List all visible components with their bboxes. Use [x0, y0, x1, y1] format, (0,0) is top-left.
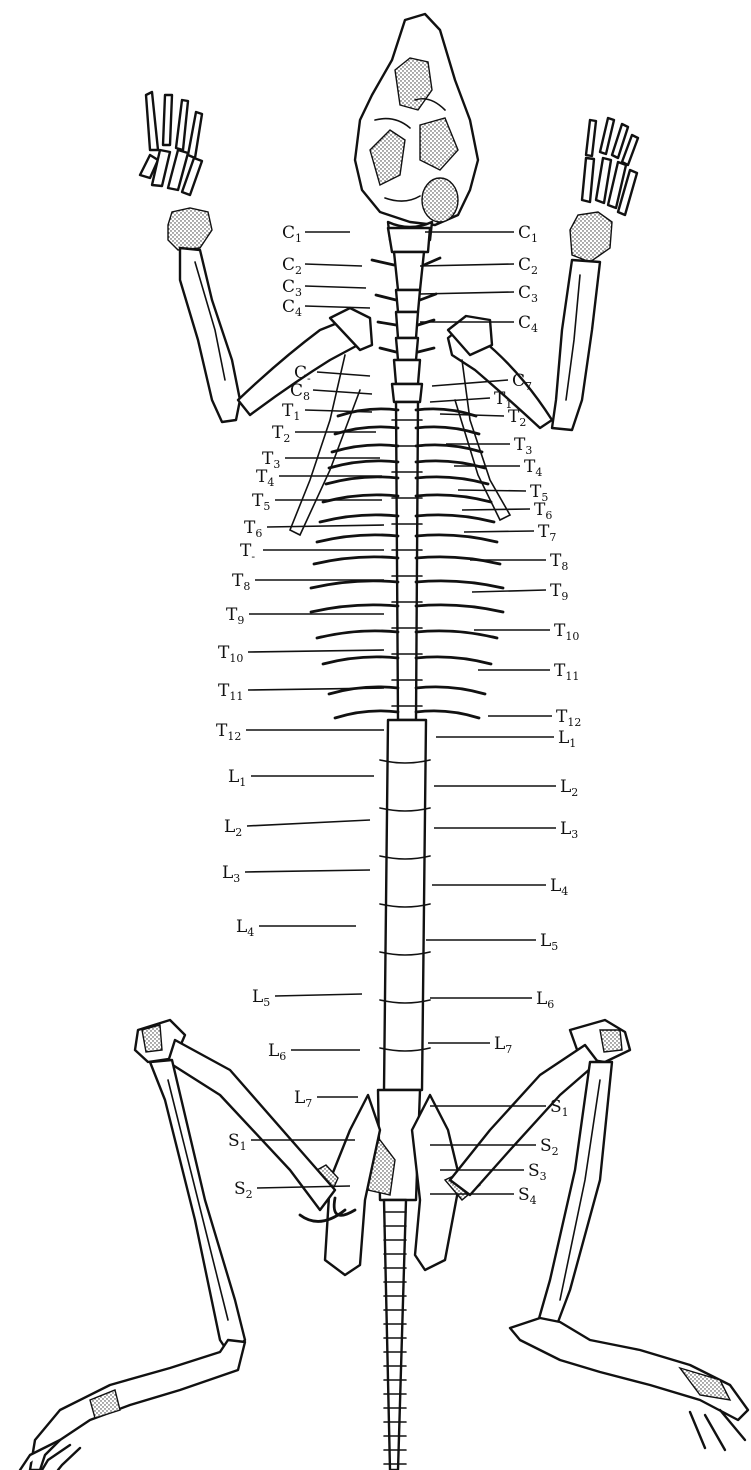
rib-right [416, 535, 497, 542]
vertebra-label-r-t12: T12 [556, 707, 581, 729]
vertebra-label-r-c3: C3 [518, 283, 538, 305]
rib-right [416, 657, 491, 664]
vertebra-label-l-l4: L4 [236, 917, 254, 939]
rib-left [317, 535, 398, 542]
leader-line [420, 264, 514, 266]
rib-left [332, 445, 398, 452]
leader-line [462, 509, 530, 510]
vertebra-label-r-c2: C2 [518, 255, 538, 277]
vertebra-label-l-t9: T9 [226, 605, 244, 627]
vertebra-label-r-t8: T8 [550, 551, 568, 573]
vertebra-label-l-t1: T1 [282, 401, 300, 423]
vertebra-label-l-t10: T10 [218, 643, 243, 665]
vertebra-label-r-l7: L7 [494, 1034, 512, 1056]
vertebra-label-l-t8: T8 [232, 571, 250, 593]
rib-left [326, 477, 398, 484]
vertebra-label-r-l1: L1 [558, 728, 576, 750]
vertebra-label-l-s2: S2 [234, 1179, 253, 1201]
leader-line [305, 286, 366, 288]
vertebra-label-r-c7: C7 [512, 371, 532, 393]
rib-right [416, 477, 488, 484]
rib-left [329, 461, 398, 468]
rib-left [311, 581, 398, 588]
leader-line [248, 688, 384, 690]
vertebra-label-r-t3: T3 [514, 435, 532, 457]
rib-left [323, 657, 398, 664]
vertebra-label-l-l1: L1 [228, 767, 246, 789]
vertebra-label-l-c4: C4 [282, 297, 302, 319]
right-hindlimb [450, 1020, 748, 1450]
vertebra-label-l-t5: T5 [252, 491, 270, 513]
vertebra-label-l-t4: T4 [256, 467, 274, 489]
vertebra-label-r-c1: C1 [518, 223, 538, 245]
vertebra-label-l-l7: L7 [294, 1088, 312, 1110]
leader-line [430, 398, 490, 402]
vertebra-label-r-t6: T6 [534, 500, 552, 522]
leader-line [440, 414, 504, 416]
vertebra-label-r-l5: L5 [540, 931, 558, 953]
vertebra-label-l-l5: L5 [252, 987, 270, 1009]
leader-line [267, 525, 384, 527]
leader-line [472, 590, 546, 592]
leader-line [305, 306, 370, 308]
vertebral-column [362, 228, 440, 1470]
leader-line [464, 531, 534, 532]
vertebra-label-l-t7: T- [240, 541, 255, 563]
vertebra-label-l-l6: L6 [268, 1041, 286, 1063]
vertebra-label-r-l3: L3 [560, 819, 578, 841]
vertebra-label-l-s1: S1 [228, 1131, 247, 1153]
leader-line [245, 870, 370, 872]
vertebra-label-r-s1: S1 [550, 1097, 569, 1119]
vertebra-label-r-t9: T9 [550, 581, 568, 603]
vertebra-label-l-c2: C2 [282, 255, 302, 277]
vertebra-label-r-s4: S4 [518, 1185, 537, 1207]
rib-right [416, 711, 479, 718]
leader-line [420, 292, 514, 294]
rib-right [416, 495, 491, 502]
rib-left [311, 605, 398, 612]
vertebra-label-l-c1: C1 [282, 223, 302, 245]
vertebra-label-r-l2: L2 [560, 777, 578, 799]
vertebra-label-r-l4: L4 [550, 876, 568, 898]
rib-left [335, 711, 398, 718]
rib-right [416, 605, 503, 612]
rib-right [416, 515, 494, 522]
rib-left [320, 515, 398, 522]
skull [355, 14, 478, 244]
vertebra-label-r-t11: T11 [554, 661, 579, 683]
vertebra-label-l-t2: T2 [272, 423, 290, 445]
vertebra-label-l-t6: T6 [244, 518, 262, 540]
vertebra-label-r-s2: S2 [540, 1136, 559, 1158]
leader-line [275, 994, 362, 996]
vertebra-label-r-t7: T7 [538, 522, 556, 544]
rib-right [416, 445, 482, 452]
vertebra-label-l-c3: C3 [282, 277, 302, 299]
vertebra-label-r-s3: S3 [528, 1161, 547, 1183]
leader-line [458, 490, 526, 491]
vertebra-label-l-t12: T12 [216, 721, 241, 743]
rib-right [416, 427, 479, 434]
leader-line [248, 650, 384, 652]
vertebra-label-r-t10: T10 [554, 621, 579, 643]
leader-line [313, 390, 372, 394]
rib-right [416, 631, 497, 638]
leader-line [247, 820, 370, 826]
vertebra-label-l-l3: L3 [222, 863, 240, 885]
left-hindlimb [20, 1020, 335, 1470]
leader-line [317, 372, 370, 376]
rib-right [416, 687, 485, 694]
rib-left [314, 557, 398, 564]
left-forelimb [140, 92, 372, 422]
vertebra-label-r-t4: T4 [524, 457, 542, 479]
rib-left [323, 495, 398, 502]
rib-left [317, 631, 398, 638]
vertebra-label-l-t11: T11 [218, 681, 243, 703]
vertebra-label-r-l6: L6 [536, 989, 554, 1011]
vertebra-label-l-l2: L2 [224, 817, 242, 839]
vertebra-label-r-c4: C4 [518, 313, 538, 335]
leader-line [305, 264, 362, 266]
rib-right [416, 581, 503, 588]
